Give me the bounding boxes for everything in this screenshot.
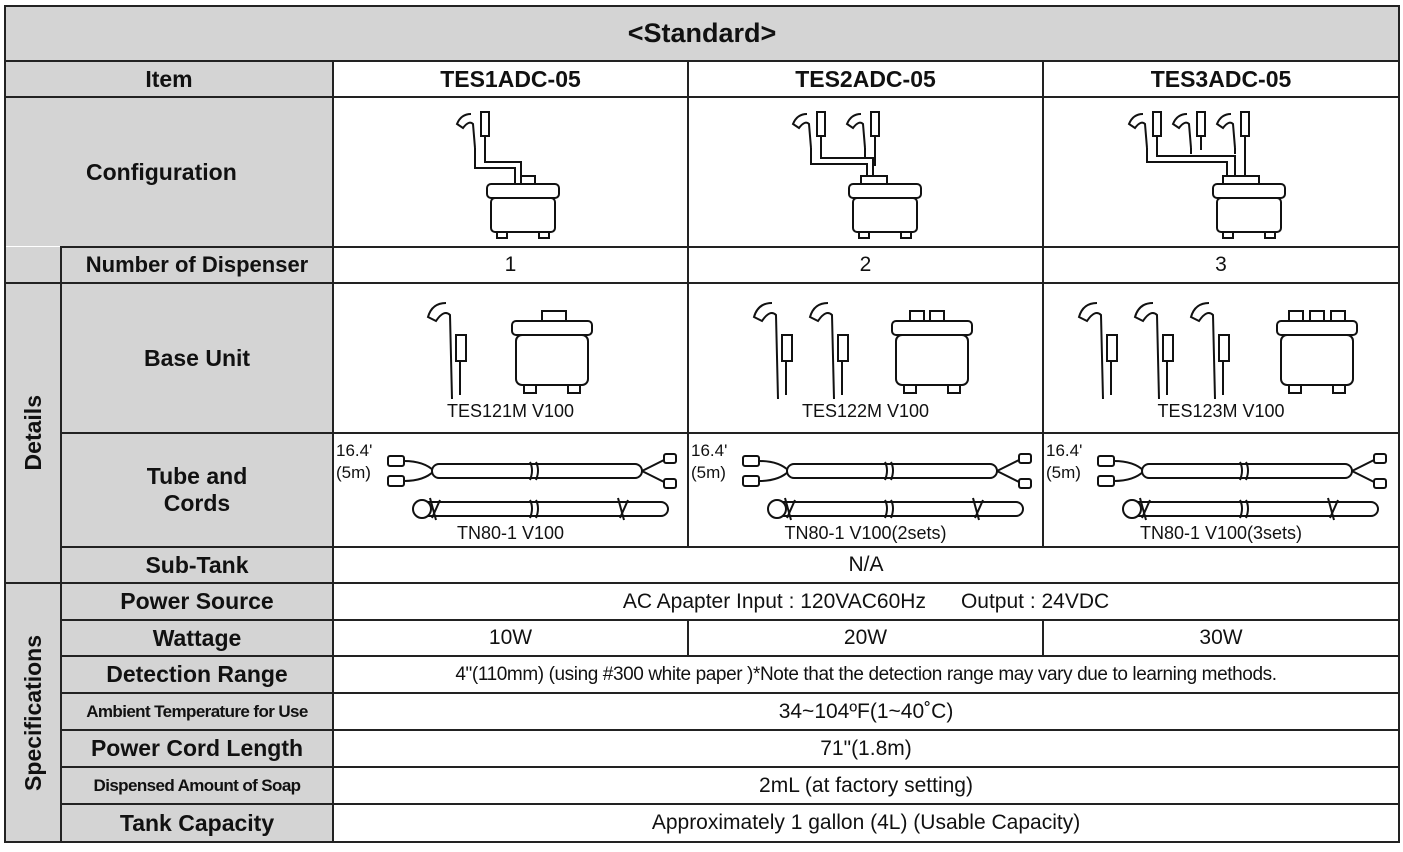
base-unit-1-icon <box>426 301 593 399</box>
base-unit-3-icon <box>1077 301 1358 399</box>
base-unit-cell-1: TES121M V100 <box>332 282 689 434</box>
spec-table: <Standard> Item TES1ADC-05 TES2ADC-05 TE… <box>3 5 1401 843</box>
label-detection-range: Detection Range <box>60 655 334 694</box>
tube-cord-1-icon <box>387 453 677 521</box>
tube-length-3: 16.4' (5m) <box>1046 440 1082 484</box>
tube-length-m-1: (5m) <box>336 463 371 482</box>
header-model-2: TES2ADC-05 <box>687 60 1044 98</box>
config-illustration-1 <box>332 96 689 248</box>
tube-length-ft-3: 16.4' <box>1046 441 1083 460</box>
tube-length-m-3: (5m) <box>1046 463 1081 482</box>
tube-length-1: 16.4' (5m) <box>336 440 372 484</box>
label-tube-and-cords-line2: Cords <box>163 490 231 516</box>
header-model-3: TES3ADC-05 <box>1041 60 1401 98</box>
base-unit-caption-2: TES122M V100 <box>801 400 930 421</box>
label-tank-capacity: Tank Capacity <box>60 803 334 843</box>
label-power-cord-length: Power Cord Length <box>60 729 334 768</box>
value-number-2: 2 <box>687 246 1044 284</box>
dispenser-config-2-icon <box>791 111 922 239</box>
label-wattage: Wattage <box>60 619 334 657</box>
value-number-1: 1 <box>332 246 689 284</box>
group-details: Details <box>4 282 62 584</box>
tube-caption-1: TN80-1 V100 <box>456 523 565 543</box>
base-unit-caption-3: TES123M V100 <box>1157 400 1285 421</box>
label-sub-tank: Sub-Tank <box>60 546 334 584</box>
base-unit-cell-2: TES122M V100 <box>687 282 1044 434</box>
value-dispensed-amount: 2mL (at factory setting) <box>331 766 1401 805</box>
config-illustration-3 <box>1041 96 1401 248</box>
base-unit-caption-1: TES121M V100 <box>446 400 575 421</box>
value-number-3: 3 <box>1041 246 1401 284</box>
dispenser-config-1-icon <box>455 111 560 239</box>
label-power-source: Power Source <box>60 582 334 621</box>
group-details-label: Details <box>19 395 46 471</box>
tube-length-ft-1: 16.4' <box>336 441 373 460</box>
value-power-source: AC Apapter Input : 120VAC60Hz Output : 2… <box>331 582 1401 621</box>
group-spacer <box>4 247 62 284</box>
label-ambient-temperature: Ambient Temperature for Use <box>60 692 334 731</box>
value-detection-range: 4"(110mm) (using #300 white paper )*Note… <box>331 655 1401 694</box>
config-illustration-2 <box>687 96 1044 248</box>
label-dispensed-amount: Dispensed Amount of Soap <box>60 766 334 805</box>
tube-length-m-2: (5m) <box>691 463 726 482</box>
tube-cell-3: 16.4' (5m) TN80-1 V100(3sets) <box>1041 432 1401 548</box>
header-model-1: TES1ADC-05 <box>332 60 689 98</box>
value-tank-capacity: Approximately 1 gallon (4L) (Usable Capa… <box>331 803 1401 843</box>
label-tube-and-cords-line1: Tube and <box>146 463 248 489</box>
value-wattage-3: 30W <box>1041 619 1401 657</box>
base-unit-2-icon <box>752 301 973 399</box>
value-ambient-temperature: 34~104ºF(1~40˚C) <box>331 692 1401 731</box>
label-base-unit: Base Unit <box>60 282 334 434</box>
group-specifications: Specifications <box>4 582 62 843</box>
tube-caption-3: TN80-1 V100(3sets) <box>1139 523 1303 543</box>
label-number-of-dispenser: Number of Dispenser <box>60 246 334 284</box>
label-tube-and-cords: Tube and Cords <box>60 432 334 548</box>
tube-length-ft-2: 16.4' <box>691 441 728 460</box>
group-specifications-label: Specifications <box>19 634 46 791</box>
tube-caption-2: TN80-1 V100(2sets) <box>784 523 947 543</box>
tube-cell-1: 16.4' (5m) TN80-1 V100 <box>332 432 689 548</box>
tube-cell-2: 16.4' (5m) TN80-1 V100(2sets) <box>687 432 1044 548</box>
base-unit-cell-3: TES123M V100 <box>1041 282 1401 434</box>
value-wattage-2: 20W <box>687 619 1044 657</box>
value-sub-tank: N/A <box>331 546 1401 584</box>
spec-sheet: <Standard> Item TES1ADC-05 TES2ADC-05 TE… <box>3 5 1401 843</box>
value-wattage-1: 10W <box>332 619 689 657</box>
dispenser-config-3-icon <box>1127 111 1286 239</box>
tube-cord-3-icon <box>1097 453 1387 521</box>
tube-length-2: 16.4' (5m) <box>691 440 727 484</box>
header-item: Item <box>4 60 334 98</box>
value-power-cord-length: 71"(1.8m) <box>331 729 1401 768</box>
table-title: <Standard> <box>3 5 1401 62</box>
label-configuration: Configuration <box>4 96 334 247</box>
tube-cord-2-icon <box>742 453 1032 521</box>
